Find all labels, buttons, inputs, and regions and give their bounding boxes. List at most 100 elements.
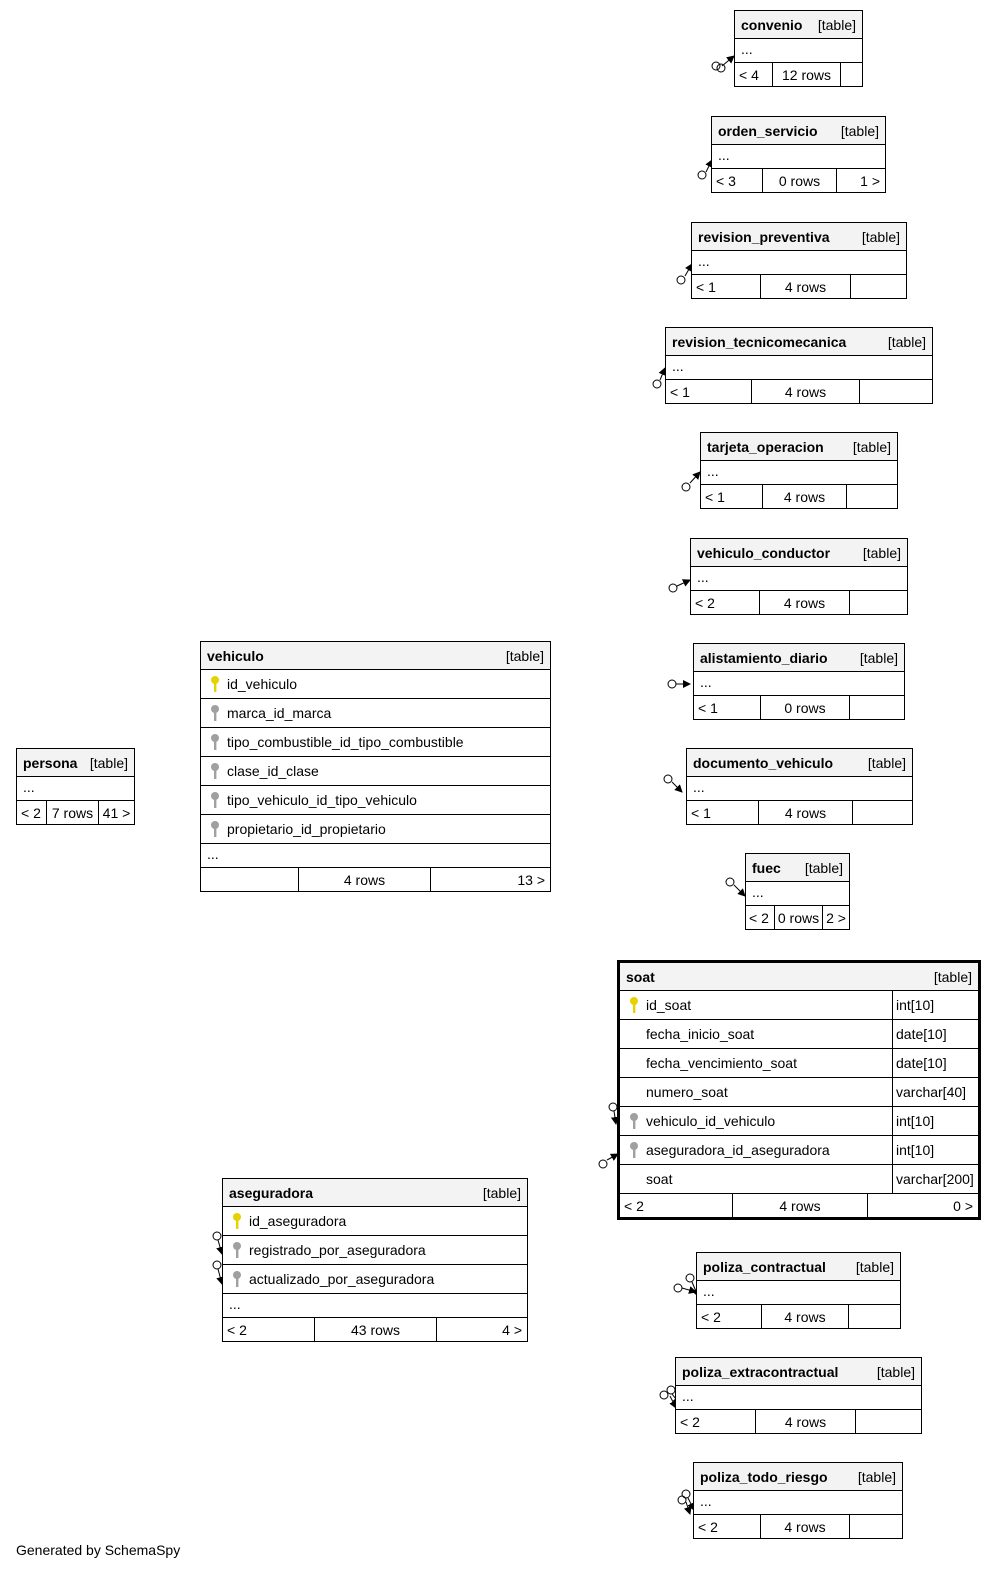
prev-count: < 4 — [735, 63, 773, 86]
next-count — [850, 696, 904, 719]
table-header: poliza_todo_riesgo[table] — [694, 1463, 902, 1491]
column-name: fecha_inicio_soat — [646, 1026, 755, 1042]
table-tag: [table] — [887, 333, 926, 350]
table-header: vehiculo_conductor[table] — [691, 539, 907, 567]
column-row[interactable]: fecha_inicio_soat date[10] — [620, 1020, 978, 1049]
column-row[interactable]: id_vehiculo — [201, 670, 550, 699]
next-count: 4 > — [502, 1321, 522, 1338]
row-count: 4 rows — [760, 591, 850, 614]
column-name: vehiculo_id_vehiculo — [646, 1113, 776, 1129]
column-name: id_vehiculo — [227, 676, 298, 692]
table-name: alistamiento_diario — [700, 649, 828, 666]
prev-count: < 1 — [692, 275, 761, 298]
foreign-key-icon — [211, 734, 219, 750]
prev-count: < 2 — [223, 1318, 315, 1341]
next-count — [850, 591, 907, 614]
prev-count: < 1 — [694, 696, 761, 719]
column-type: date[10] — [892, 1020, 978, 1048]
row-count: 4 rows — [759, 801, 853, 824]
table-name: vehiculo_conductor — [697, 544, 831, 561]
table-aseguradora[interactable]: aseguradora[table] id_aseguradora regist… — [222, 1178, 528, 1342]
table-name: convenio — [741, 16, 803, 33]
prev-count: < 1 — [701, 485, 763, 508]
row-count: 4 rows — [761, 1515, 850, 1538]
prev-count: < 2 — [691, 591, 760, 614]
column-type: int[10] — [892, 991, 978, 1019]
column-row[interactable]: marca_id_marca — [201, 699, 550, 728]
next-count — [850, 1515, 902, 1538]
table-name: orden_servicio — [718, 122, 818, 139]
table-tag: [table] — [852, 438, 891, 455]
column-name: aseguradora_id_aseguradora — [646, 1142, 830, 1158]
row-count: 4 rows — [299, 868, 431, 891]
table-tag: [table] — [855, 1258, 894, 1275]
foreign-key-icon — [233, 1242, 241, 1258]
column-name: propietario_id_propietario — [227, 821, 386, 837]
table-tag: [table] — [482, 1184, 521, 1201]
column-row[interactable]: tipo_combustible_id_tipo_combustible — [201, 728, 550, 757]
column-row[interactable]: id_aseguradora — [223, 1207, 527, 1236]
table-header: vehiculo[table] — [201, 642, 550, 670]
column-name: tipo_combustible_id_tipo_combustible — [227, 734, 464, 750]
row-count: 12 rows — [773, 63, 841, 86]
column-row[interactable]: actualizado_por_aseguradora — [223, 1265, 527, 1294]
ellipsis: ... — [201, 844, 550, 868]
column-type: varchar[40] — [892, 1078, 978, 1106]
table-tag: [table] — [857, 1468, 896, 1485]
next-count — [841, 63, 862, 86]
table-vehiculo[interactable]: vehiculo[table] id_vehiculo marca_id_mar… — [200, 641, 551, 892]
next-count — [856, 1410, 921, 1433]
prev-count: < 2 — [676, 1410, 756, 1433]
table-header: revision_preventiva[table] — [692, 223, 906, 251]
next-count — [847, 485, 897, 508]
table-header: revision_tecnicomecanica [table] — [666, 328, 932, 356]
table-header: documento_vehiculo[table] — [687, 749, 912, 777]
table-name: documento_vehiculo — [693, 754, 834, 771]
column-row[interactable]: clase_id_clase — [201, 757, 550, 786]
table-name: persona — [23, 754, 78, 771]
prev-count: < 2 — [697, 1305, 762, 1328]
table-name: poliza_contractual — [703, 1258, 826, 1275]
column-row[interactable]: tipo_vehiculo_id_tipo_vehiculo — [201, 786, 550, 815]
table-header: poliza_contractual [table] — [697, 1253, 900, 1281]
foreign-key-icon — [630, 1142, 638, 1158]
row-count: 4 rows — [752, 380, 860, 403]
column-row[interactable]: propietario_id_propietario — [201, 815, 550, 844]
table-name: revision_tecnicomecanica — [672, 333, 847, 350]
table-tag: [table] — [861, 228, 900, 245]
ellipsis: ... — [746, 882, 849, 906]
next-count: 2 > — [826, 909, 846, 926]
column-row[interactable]: registrado_por_aseguradora — [223, 1236, 527, 1265]
column-name: id_aseguradora — [249, 1213, 347, 1229]
column-name: clase_id_clase — [227, 763, 319, 779]
column-name: soat — [646, 1171, 673, 1187]
table-header: aseguradora[table] — [223, 1179, 527, 1207]
table-header: fuec[table] — [746, 854, 849, 882]
column-name: actualizado_por_aseguradora — [249, 1271, 435, 1287]
